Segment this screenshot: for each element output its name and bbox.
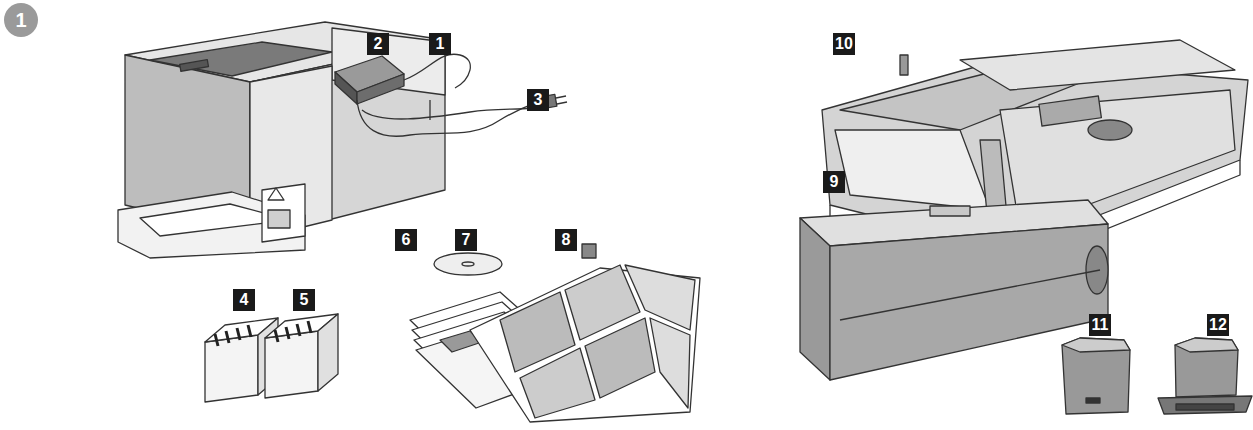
parallel-adapter [1158,338,1252,414]
ink-cartridges-part [265,331,318,398]
paper-tray-part [1039,96,1101,126]
power-adapter-part [362,108,530,119]
ink-cartridges-part-part [248,325,251,337]
callout-number: 5 [293,289,315,311]
callout-number: 11 [1089,314,1111,336]
ink-cartridges-part-part [308,321,311,333]
printer [118,22,445,258]
callout-number: 4 [233,289,255,311]
documentation-part [434,253,502,275]
usb-adapter-part [1062,338,1130,414]
ink-cartridges-part [205,335,258,402]
callout-number: 12 [1207,314,1229,336]
power-adapter-part [357,100,538,136]
power-adapter-part [404,54,470,88]
duplex-unit [800,200,1108,380]
parallel-adapter-part [1175,338,1238,397]
documentation-part [582,244,596,258]
printer-part [268,188,284,200]
paper-tray-part [1088,120,1132,140]
callout-number: 2 [367,33,389,55]
paper-tray-part [960,40,1235,90]
documentation-part [650,318,690,408]
documentation [410,244,700,422]
parallel-adapter-part [1176,404,1234,410]
ink-cartridges-part [275,321,311,342]
ink-cartridges-part-part [237,328,240,340]
ink-cartridges-part [318,314,338,391]
power-adapter-part [357,74,404,104]
ink-cartridges [205,314,338,402]
documentation-part [625,265,695,330]
printer-part [262,184,305,242]
duplex-unit-part [930,206,970,216]
usb-adapter-part [1062,338,1130,352]
parallel-adapter-part [1175,338,1238,352]
ink-cartridges-part-part [297,324,300,336]
power-adapter-part [556,96,566,98]
callout-number: 6 [395,229,417,251]
ink-cartridges-part-part [226,331,229,343]
callout-number: 9 [823,171,845,193]
paper-tray-part [835,130,990,210]
ink-cartridges-part-part [215,334,218,346]
printer-part [268,210,290,228]
power-adapter-part [557,102,567,104]
ink-cartridges-part-part [286,327,289,339]
power-adapter [335,54,567,136]
ink-cartridges-part [215,325,251,346]
callout-number: 7 [455,229,477,251]
usb-adapter-part [1086,398,1100,403]
callout-number: 10 [833,33,855,55]
callout-number: 3 [527,89,549,111]
parallel-adapter-part [1158,396,1252,414]
documentation-part [585,318,655,398]
power-adapter-part [335,72,357,104]
duplex-unit-part [840,270,1100,320]
documentation-part [462,262,474,266]
paper-tray-part [900,55,908,75]
printer-part [180,60,209,72]
callout-number: 1 [429,33,451,55]
step-number: 1 [4,3,38,37]
ink-cartridges-part-part [275,330,278,342]
duplex-unit-part [800,218,830,380]
callout-number: 8 [555,229,577,251]
usb-adapter [1062,338,1130,414]
documentation-part [520,348,595,418]
